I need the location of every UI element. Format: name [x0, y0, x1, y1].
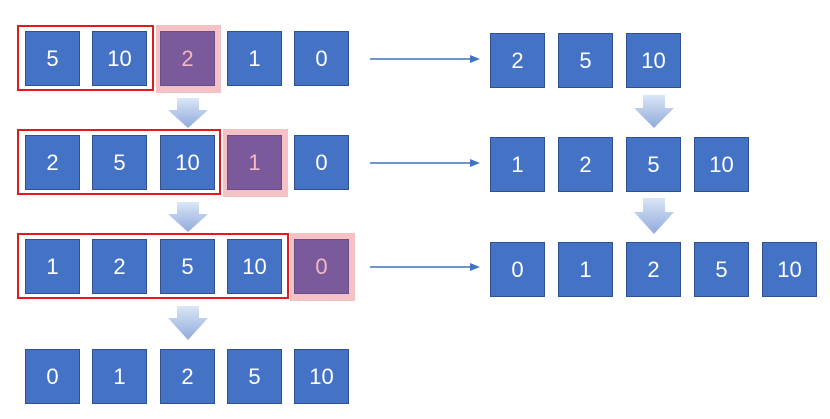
right-arrow-icon: [370, 263, 480, 271]
array-cell: 2: [25, 135, 80, 190]
result-cell: 5: [626, 137, 681, 192]
array-cell: 0: [294, 31, 349, 86]
result-cell: 1: [490, 137, 545, 192]
current-element-cell: 1: [227, 135, 282, 190]
array-cell: 1: [25, 239, 80, 294]
array-cell: 5: [92, 135, 147, 190]
result-cell: 0: [490, 242, 545, 297]
array-cell: 1: [92, 349, 147, 404]
sorted-prefix-frame: [17, 233, 289, 299]
array-cell: 5: [227, 349, 282, 404]
array-cell: 1: [227, 31, 282, 86]
array-cell: 2: [92, 239, 147, 294]
result-cell: 1: [558, 242, 613, 297]
sorted-prefix-frame: [17, 129, 221, 195]
current-element-cell: 0: [294, 239, 349, 294]
down-arrow-icon: [168, 306, 208, 340]
result-cell: 2: [558, 137, 613, 192]
array-cell: 10: [160, 135, 215, 190]
array-cell: 0: [25, 349, 80, 404]
array-cell: 10: [92, 31, 147, 86]
sorted-prefix-frame: [17, 25, 154, 91]
down-arrow-icon: [168, 98, 208, 128]
result-cell: 2: [626, 242, 681, 297]
array-cell: 5: [160, 239, 215, 294]
result-cell: 10: [762, 242, 817, 297]
right-arrow-icon: [370, 55, 480, 63]
result-cell: 2: [490, 33, 545, 88]
result-cell: 10: [694, 137, 749, 192]
array-cell: 10: [227, 239, 282, 294]
result-cell: 5: [694, 242, 749, 297]
down-arrow-icon: [168, 202, 208, 232]
right-arrow-icon: [370, 159, 480, 167]
array-cell: 2: [160, 349, 215, 404]
array-cell: 0: [294, 135, 349, 190]
down-arrow-icon: [634, 198, 674, 234]
array-cell: 10: [294, 349, 349, 404]
result-cell: 5: [558, 33, 613, 88]
current-element-cell: 2: [160, 31, 215, 86]
array-cell: 5: [25, 31, 80, 86]
down-arrow-icon: [634, 95, 674, 128]
result-cell: 10: [626, 33, 681, 88]
